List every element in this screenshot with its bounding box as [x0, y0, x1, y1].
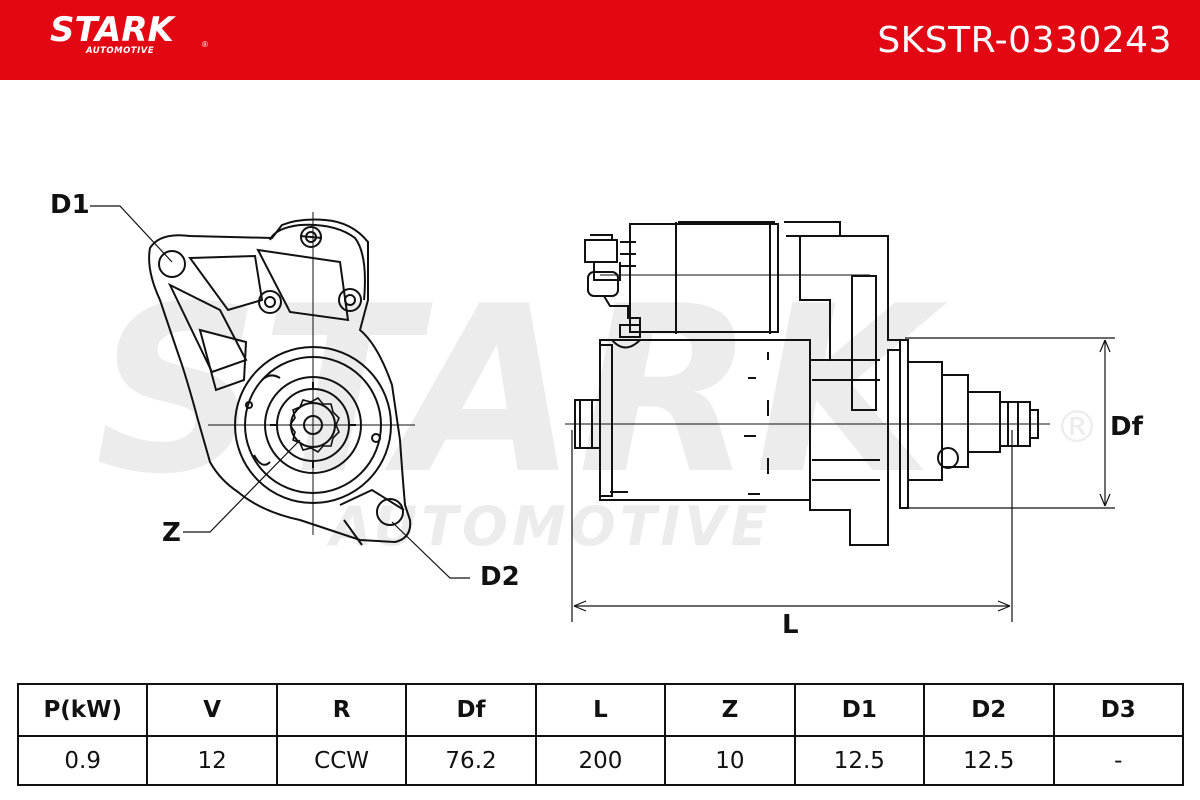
logo-tagline: AUTOMOTIVE: [86, 46, 155, 56]
header-teeth: Z: [664, 683, 796, 737]
specs-header-row: P(kW) V R Df L Z D1 D2 D3: [16, 683, 1184, 737]
stark-logo: STARK ® AUTOMOTIVE: [50, 10, 208, 56]
specs-value-row: 0.9 12 CCW 76.2 200 10 12.5 12.5 -: [16, 735, 1184, 786]
logo-wordmark: STARK: [50, 10, 174, 50]
watermark-sub: AUTOMOTIVE: [326, 495, 771, 558]
dimension-lines: [571, 337, 1115, 622]
value-voltage: 12: [146, 735, 278, 786]
label-d2: D2: [480, 562, 520, 592]
front-view-leaders: [90, 205, 470, 579]
label-l: L: [782, 610, 799, 640]
side-view-centerline: [565, 274, 1050, 425]
side-view: [574, 221, 1039, 546]
label-d1: D1: [50, 190, 90, 220]
technical-drawing: STARK AUTOMOTIVE ®: [0, 80, 1200, 680]
part-number: SKSTR-0330243: [877, 20, 1172, 61]
starter-motor-drawing: STARK AUTOMOTIVE ®: [90, 205, 1115, 622]
header-d1: D1: [793, 683, 926, 737]
watermark-main: STARK: [95, 258, 948, 525]
header-d2: D2: [923, 683, 1055, 737]
header-bar: STARK ® AUTOMOTIVE SKSTR-0330243: [0, 0, 1200, 80]
value-df: 76.2: [405, 735, 537, 786]
value-power: 0.9: [16, 735, 149, 786]
value-rotation: CCW: [275, 735, 408, 786]
watermark: STARK AUTOMOTIVE ®: [95, 258, 1099, 558]
value-d2: 12.5: [923, 735, 1055, 786]
label-z: Z: [162, 518, 181, 548]
header-d3: D3: [1052, 683, 1184, 737]
value-teeth: 10: [664, 735, 796, 786]
logo-registered-mark: ®: [202, 40, 208, 49]
front-view-centerlines: [208, 212, 415, 535]
header-length: L: [534, 683, 667, 737]
header-voltage: V: [146, 683, 278, 737]
header-power: P(kW): [16, 683, 149, 737]
header-df: Df: [405, 683, 537, 737]
header-rotation: R: [275, 683, 408, 737]
specs-table: P(kW) V R Df L Z D1 D2 D3 0.9 12 CCW 76.…: [16, 683, 1184, 786]
watermark-registered: ®: [1055, 402, 1099, 453]
value-d3: -: [1052, 735, 1184, 786]
value-length: 200: [534, 735, 667, 786]
value-d1: 12.5: [793, 735, 926, 786]
label-df: Df: [1110, 412, 1143, 442]
